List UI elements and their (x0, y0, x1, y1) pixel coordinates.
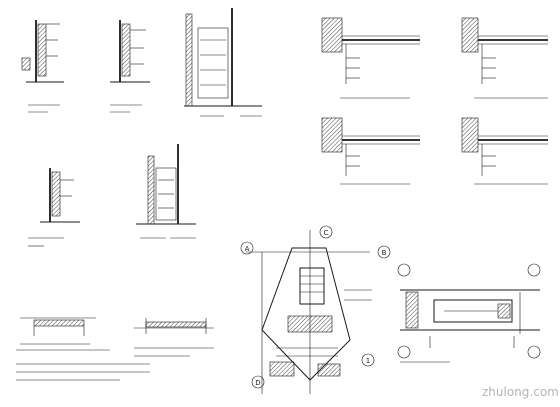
axis-bubbles: A B C D 1 (240, 225, 391, 389)
axis-bubble-a: A (240, 241, 254, 255)
stair-plan (246, 230, 372, 394)
axis-bubble-d: D (251, 375, 265, 389)
drain-detail-1 (16, 317, 150, 381)
floor-layer-detail-2 (461, 117, 548, 185)
wall-section-detail-1 (21, 20, 64, 113)
section-3-3 (397, 263, 541, 363)
wall-section-detail-3 (28, 168, 80, 247)
axis-bubble-one: 1 (361, 353, 375, 367)
axis-bubble-c: C (319, 225, 333, 239)
axis-bubble-b: B (377, 245, 391, 259)
svg-text:D: D (255, 379, 260, 387)
floor-layer-detail-1 (321, 117, 420, 185)
stair-section-2-2 (136, 144, 196, 239)
svg-text:1: 1 (366, 357, 370, 365)
stair-section-1-1 (184, 8, 262, 117)
roof-layer-detail-1 (321, 17, 420, 99)
svg-text:C: C (324, 229, 329, 237)
svg-text:B: B (382, 249, 387, 257)
watermark: zhulong.com (482, 385, 559, 399)
svg-text:A: A (245, 245, 250, 253)
wall-section-detail-2 (110, 20, 150, 113)
roof-layer-detail-2 (461, 17, 548, 99)
drain-detail-2 (134, 318, 214, 357)
